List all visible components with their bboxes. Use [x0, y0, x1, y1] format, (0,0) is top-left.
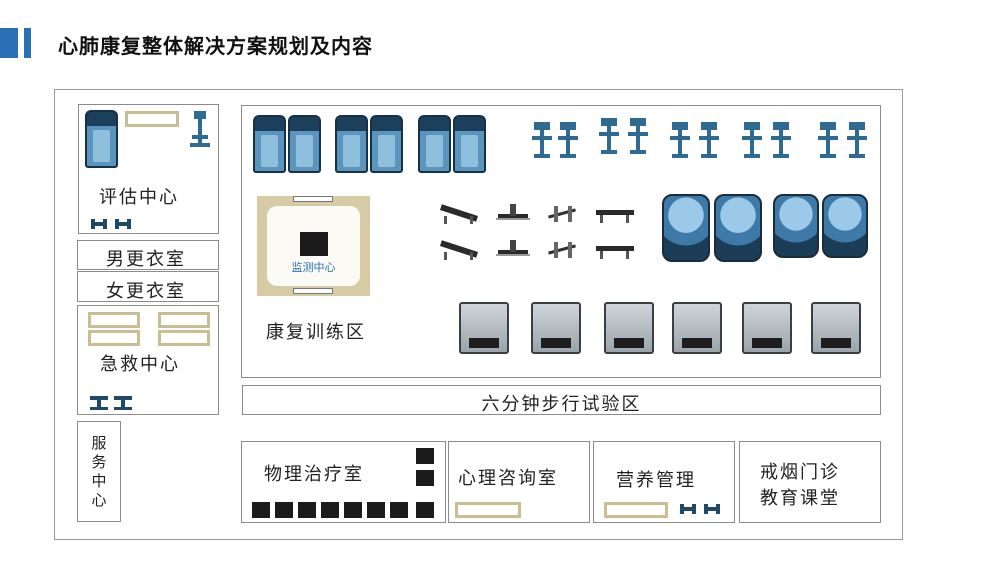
psych-zone: 心理咨询室 — [448, 441, 590, 523]
bed-icon — [158, 312, 210, 328]
bike-icon — [628, 118, 648, 156]
bed-icon — [88, 330, 140, 346]
title-accent-bar — [0, 28, 18, 58]
bike-icon — [558, 122, 578, 160]
female-locker-zone: 女更衣室 — [77, 271, 219, 302]
elliptical-icon — [714, 194, 762, 262]
elliptical-icon — [662, 194, 710, 262]
therapy-bed-icon — [298, 502, 316, 518]
monitor-label: 监测中心 — [291, 261, 336, 274]
treadmill-icon — [335, 115, 368, 173]
assessment-label: 评估中心 — [99, 187, 179, 208]
smoking-label-line2: 教育课堂 — [760, 488, 840, 509]
smoking-cessation-zone: 戒烟门诊 教育课堂 — [739, 441, 881, 523]
strength-machine-icon — [811, 302, 861, 354]
strength-machine-icon — [531, 302, 581, 354]
bike-icon — [599, 118, 619, 156]
monitor-zone: 监测中心 — [257, 196, 370, 296]
title-accent-bar-thin — [24, 28, 31, 58]
bike-icon — [818, 122, 838, 160]
six-minute-walk-zone: 六分钟步行试验区 — [242, 385, 881, 415]
treadmill-icon — [288, 115, 321, 173]
rehab-label: 康复训练区 — [266, 322, 366, 343]
nutrition-zone: 营养管理 — [593, 441, 735, 523]
treadmill-icon — [253, 115, 286, 173]
bench-icon — [594, 238, 636, 262]
service-label: 服务中心 — [91, 434, 107, 509]
page-title: 心肺康复整体解决方案规划及内容 — [58, 34, 373, 58]
nutrition-label: 营养管理 — [616, 470, 696, 491]
chairs-icon — [680, 502, 720, 516]
bench-icon — [492, 238, 532, 262]
device-icon — [416, 470, 434, 486]
emergency-zone: 急救中心 — [77, 305, 219, 415]
table-icon — [604, 502, 668, 518]
physio-label: 物理治疗室 — [264, 464, 364, 485]
emergency-label: 急救中心 — [100, 354, 180, 375]
strength-machine-icon — [672, 302, 722, 354]
service-zone: 服务中心 — [77, 421, 121, 522]
bench-icon — [438, 202, 482, 226]
bench-icon — [594, 202, 636, 226]
bed-icon — [158, 330, 210, 346]
treadmill-icon — [418, 115, 451, 173]
therapy-bed-icon — [367, 502, 385, 518]
treadmill-icon — [453, 115, 486, 173]
bike-icon — [771, 122, 791, 160]
treadmill-icon — [85, 110, 118, 168]
equipment-icon — [90, 396, 132, 410]
chairs-icon — [91, 217, 131, 231]
male-locker-label: 男更衣室 — [106, 249, 186, 270]
therapy-bed-icon — [321, 502, 339, 518]
assessment-zone: 评估中心 — [78, 104, 219, 234]
strength-machine-icon — [459, 302, 509, 354]
rehab-zone: 监测中心 康复训练区 — [241, 105, 881, 378]
female-locker-label: 女更衣室 — [106, 281, 186, 302]
bike-icon — [742, 122, 762, 160]
psych-label: 心理咨询室 — [458, 468, 558, 489]
therapy-bed-icon — [416, 502, 434, 518]
bike-icon — [699, 122, 719, 160]
bench-icon — [544, 202, 580, 226]
bike-icon — [190, 111, 210, 149]
bench-icon — [492, 202, 532, 226]
device-icon — [416, 448, 434, 464]
therapy-bed-icon — [344, 502, 362, 518]
bed-icon — [88, 312, 140, 328]
physio-zone: 物理治疗室 — [241, 441, 446, 523]
bench-icon — [544, 238, 580, 262]
bench-icon — [438, 238, 482, 262]
bike-icon — [847, 122, 867, 160]
desk-icon — [125, 111, 179, 127]
smoking-label-line1: 戒烟门诊 — [760, 462, 840, 483]
strength-machine-icon — [604, 302, 654, 354]
bike-icon — [670, 122, 690, 160]
strength-machine-icon — [742, 302, 792, 354]
therapy-bed-icon — [275, 502, 293, 518]
bike-icon — [532, 122, 552, 160]
recumbent-bike-icon — [822, 194, 868, 258]
therapy-bed-icon — [252, 502, 270, 518]
six-minute-walk-label: 六分钟步行试验区 — [481, 394, 642, 415]
monitor-screen-icon — [300, 232, 328, 256]
recumbent-bike-icon — [773, 194, 819, 258]
treadmill-icon — [370, 115, 403, 173]
male-locker-zone: 男更衣室 — [77, 240, 219, 270]
therapy-bed-icon — [390, 502, 408, 518]
table-icon — [455, 502, 521, 518]
